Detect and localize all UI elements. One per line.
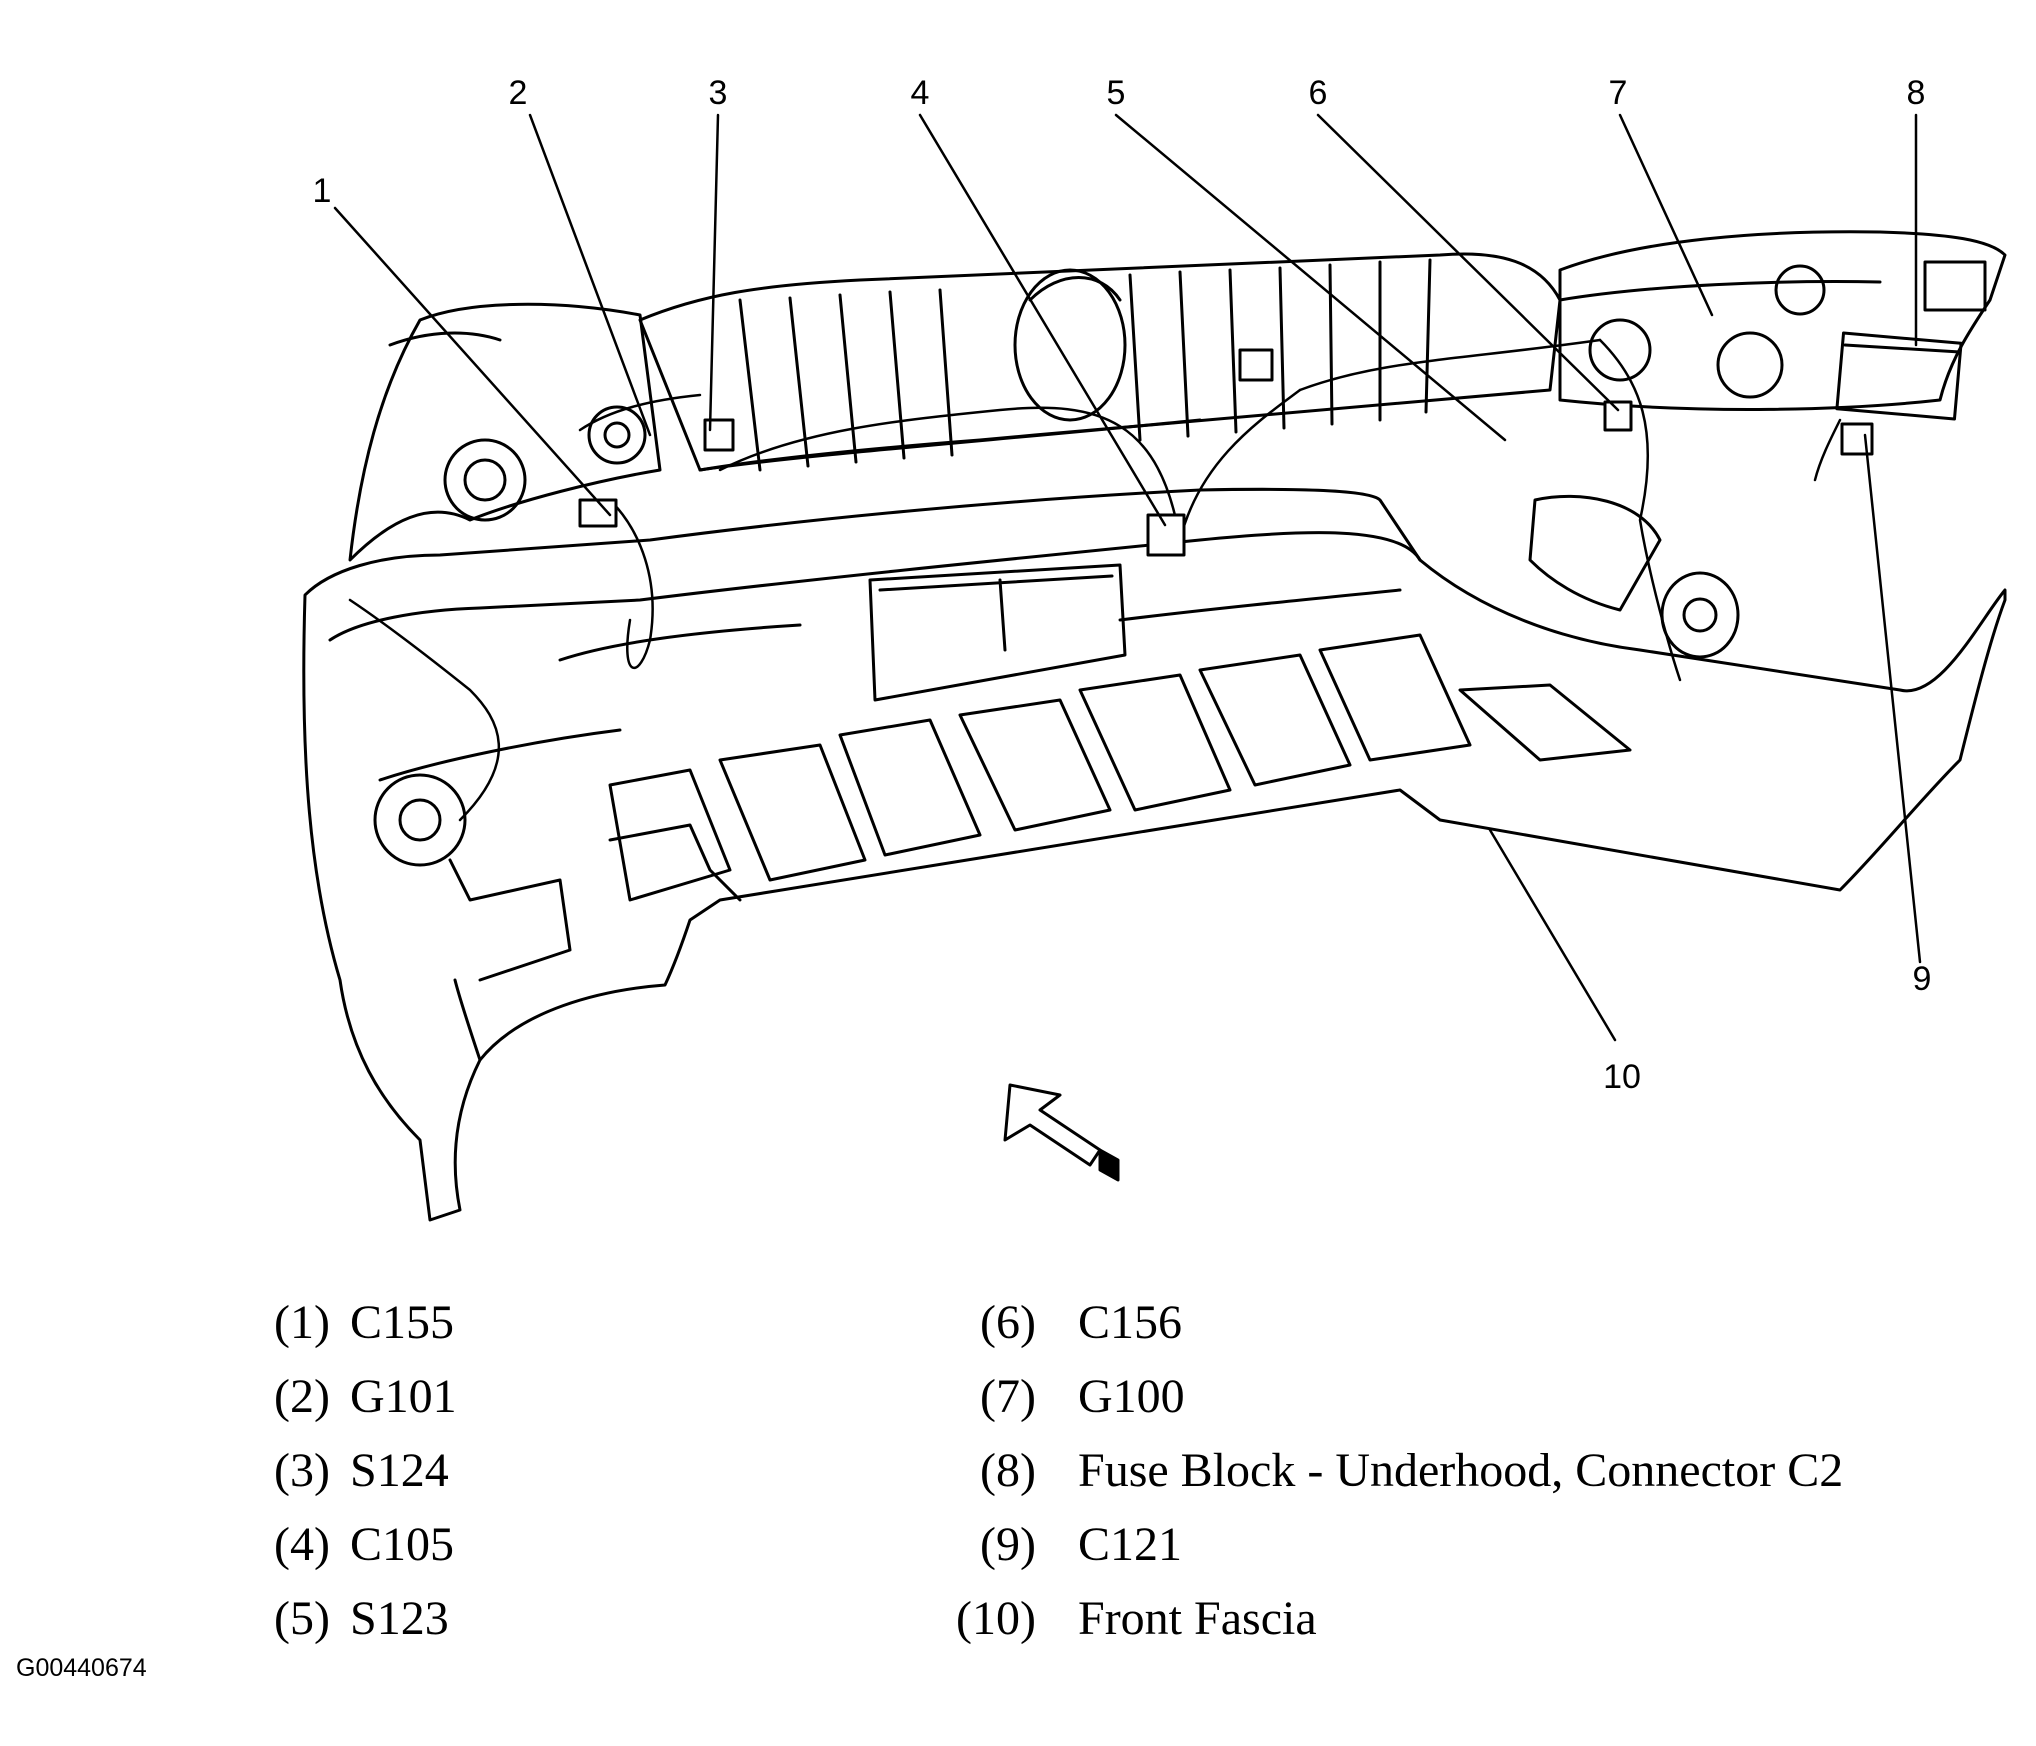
legend-right-column: (6) C156 (7) G100 (8) Fuse Block - Underhoo… bbox=[920, 1286, 1843, 1656]
callout-3: 3 bbox=[709, 74, 728, 112]
callout-9: 9 bbox=[1913, 960, 1932, 998]
legend-label: C121 bbox=[1078, 1518, 1183, 1571]
callout-10: 10 bbox=[1603, 1058, 1641, 1096]
legend-label: S123 bbox=[350, 1592, 449, 1645]
left-headlamp bbox=[348, 302, 662, 562]
callout-7: 7 bbox=[1609, 74, 1628, 112]
legend-number: (2) bbox=[274, 1370, 330, 1423]
legend-label: G100 bbox=[1078, 1370, 1185, 1423]
legend-left-column: (1) C155 (2) G101 (3) S124 (4) C105 (5) S123 bbox=[274, 1286, 457, 1656]
grille bbox=[638, 252, 1562, 472]
callout-5: 5 bbox=[1107, 74, 1126, 112]
callout-1: 1 bbox=[313, 172, 332, 210]
callout-2: 2 bbox=[509, 74, 528, 112]
legend-label: S124 bbox=[350, 1444, 449, 1497]
left-fog-lamp bbox=[373, 773, 572, 982]
legend-label: C155 bbox=[350, 1296, 455, 1349]
legend-item: (1) C155 bbox=[274, 1286, 457, 1360]
leader-lines bbox=[333, 113, 1922, 1042]
wiring-harness bbox=[348, 338, 1842, 822]
legend-label: Front Fascia bbox=[1078, 1592, 1317, 1645]
legend-item: (4) C105 bbox=[274, 1508, 457, 1582]
legend-label: C105 bbox=[350, 1518, 455, 1571]
legend-number: (9) bbox=[980, 1518, 1036, 1571]
fascia-outline bbox=[302, 487, 2007, 1222]
legend-item: (2) G101 bbox=[274, 1360, 457, 1434]
legend-item: (6) C156 bbox=[920, 1286, 1843, 1360]
legend-number: (8) bbox=[980, 1444, 1036, 1497]
legend-label: C156 bbox=[1078, 1296, 1183, 1349]
legend-number: (5) bbox=[274, 1592, 330, 1645]
legend-number: (7) bbox=[980, 1370, 1036, 1423]
legend-item: (10) Front Fascia bbox=[920, 1582, 1843, 1656]
legend-number: (10) bbox=[956, 1592, 1036, 1645]
right-headlamp bbox=[1558, 230, 2007, 421]
callout-6: 6 bbox=[1309, 74, 1328, 112]
license-plate-bracket bbox=[868, 563, 1127, 702]
legend-label: Fuse Block - Underhood, Connector C2 bbox=[1078, 1444, 1844, 1497]
legend-label: G101 bbox=[350, 1370, 457, 1423]
lower-vents bbox=[608, 633, 1632, 902]
legend-item: (5) S123 bbox=[274, 1582, 457, 1656]
legend-number: (6) bbox=[980, 1296, 1036, 1349]
callout-4: 4 bbox=[911, 74, 930, 112]
legend-item: (7) G100 bbox=[920, 1360, 1843, 1434]
legend-item: (3) S124 bbox=[274, 1434, 457, 1508]
figure-id: G00440674 bbox=[16, 1654, 147, 1682]
legend-number: (1) bbox=[274, 1296, 330, 1349]
front-direction-arrow bbox=[1003, 1083, 1120, 1182]
legend-item: (8) Fuse Block - Underhood, Connector C2 bbox=[920, 1434, 1843, 1508]
callout-labels: 1 2 3 4 5 6 7 8 9 10 bbox=[313, 74, 1932, 1096]
legend-number: (3) bbox=[274, 1444, 330, 1497]
legend-item: (9) C121 bbox=[920, 1508, 1843, 1582]
legend-number: (4) bbox=[274, 1518, 330, 1571]
callout-8: 8 bbox=[1907, 74, 1926, 112]
